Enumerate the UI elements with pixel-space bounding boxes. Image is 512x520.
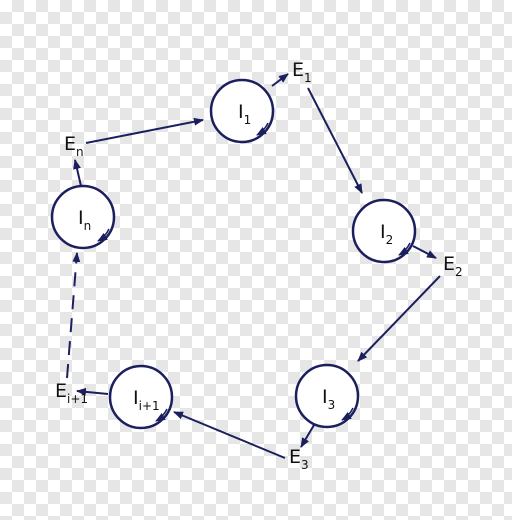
edge-e2-to-i3 (357, 275, 441, 362)
loop-arrow-icon (97, 228, 110, 242)
edge-en-to-i1 (85, 117, 204, 144)
node-circle (108, 364, 174, 430)
edges-group (66, 73, 441, 459)
event-label-e3: E3 (289, 446, 309, 472)
loop-arrow-icon (256, 122, 269, 136)
node-circle (351, 198, 417, 264)
edge-ei1-to-in (66, 252, 81, 379)
loop-arrow-icon (155, 408, 168, 422)
node-label: I3 (322, 386, 335, 412)
node-i2: I2 (351, 198, 417, 264)
edge-ii1-to-ei1 (76, 387, 109, 396)
node-label: I1 (238, 101, 251, 127)
event-label-en: En (64, 133, 84, 159)
event-label-e2: E2 (443, 253, 463, 279)
node-i1: I1 (209, 78, 275, 144)
node-in: In (50, 184, 116, 250)
edge-in-to-en (73, 159, 82, 187)
event-label-e1: E1 (292, 59, 312, 85)
node-label: I2 (380, 221, 393, 247)
edge-i3-to-e3 (300, 424, 315, 448)
edge-e3-to-ii1 (173, 411, 286, 459)
loop-arrow-icon (341, 407, 354, 421)
edge-e1-to-i2 (307, 87, 363, 194)
edge-i2-to-e2 (412, 245, 437, 259)
node-i3: I3 (294, 363, 360, 429)
loop-arrow-icon (398, 242, 411, 256)
node-label: Ii+1 (133, 387, 160, 413)
node-circle (294, 363, 360, 429)
node-i-plus-1: Ii+1 (108, 364, 174, 430)
edge-i1-to-e1 (271, 73, 289, 87)
node-circle (50, 184, 116, 250)
node-circle (209, 78, 275, 144)
event-label-e-i-plus-1: Ei+1 (55, 380, 88, 406)
node-label: In (78, 207, 91, 233)
